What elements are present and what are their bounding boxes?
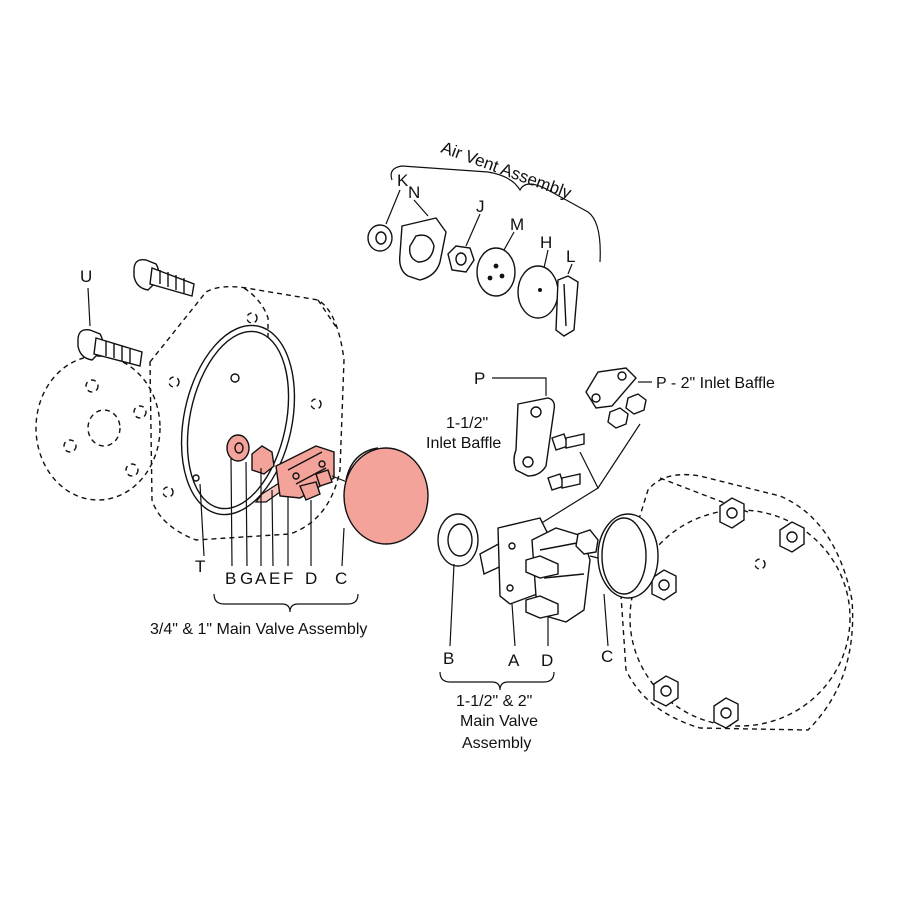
inlet-baffle-2: [585, 367, 647, 429]
small-assembly-caption: 3/4" & 1" Main Valve Assembly: [150, 621, 367, 638]
float-c-large: [597, 513, 659, 599]
leader-p-left: [492, 377, 547, 396]
knob-ga: [251, 445, 275, 475]
small-trap-body: [35, 285, 345, 541]
label-l: L: [566, 247, 575, 266]
disc-h: [517, 249, 559, 319]
label-f-small: F: [283, 569, 293, 588]
small-valve-leaders: [199, 457, 345, 567]
label-e-small: E: [269, 569, 280, 588]
label-k: K: [397, 171, 409, 190]
label-a-small: A: [255, 569, 267, 588]
inlet-baffle-caption-line2: Inlet Baffle: [426, 435, 501, 452]
inlet-baffle-caption-line1: 1-1/2": [446, 415, 488, 432]
large-main-valve-assembly: [437, 513, 659, 623]
label-t: T: [195, 557, 205, 576]
clip-l: [555, 263, 579, 337]
air-vent-assembly: Air Vent Assembly K N J: [367, 138, 601, 337]
baffle-connector: [579, 423, 641, 490]
large-assembly-brace: [439, 671, 555, 691]
float-c-small: [343, 447, 429, 545]
label-p-left: P: [474, 369, 485, 388]
label-n: N: [408, 183, 420, 202]
small-assembly-brace: [213, 593, 359, 613]
label-c-small: C: [335, 569, 347, 588]
label-h: H: [540, 233, 552, 252]
label-c-large: C: [601, 647, 613, 666]
label-m: M: [510, 215, 524, 234]
body-nuts: [651, 497, 805, 729]
label-j: J: [476, 197, 485, 216]
gasket-b-large: [437, 513, 479, 567]
label-p-right: P - 2" Inlet Baffle: [656, 375, 775, 392]
large-valve-leaders: [449, 563, 609, 647]
inlet-baffle-1-5: [513, 397, 585, 491]
label-d-large: D: [541, 651, 553, 670]
label-b-small: B: [225, 569, 236, 588]
large-assembly-caption-line3: Assembly: [462, 735, 531, 752]
large-assembly-caption-line1: 1-1/2" & 2": [456, 693, 532, 710]
washer-k: [367, 189, 401, 252]
large-trap-body: [619, 473, 854, 731]
air-vent-brace: [390, 165, 601, 263]
label-b-large: B: [443, 649, 454, 668]
washer-b-small: [226, 434, 250, 462]
large-assembly-caption-line2: Main Valve: [460, 713, 538, 730]
small-main-valve-assembly: [226, 434, 429, 545]
bolts-u: [77, 259, 195, 367]
bracket-n: [398, 199, 447, 281]
nut-j: [447, 213, 481, 273]
disc-m: [476, 231, 516, 297]
label-u: U: [80, 267, 92, 286]
label-a-large: A: [508, 651, 520, 670]
label-d-small: D: [305, 569, 317, 588]
bolt-d-small: [299, 481, 321, 501]
label-g-small: G: [240, 569, 253, 588]
